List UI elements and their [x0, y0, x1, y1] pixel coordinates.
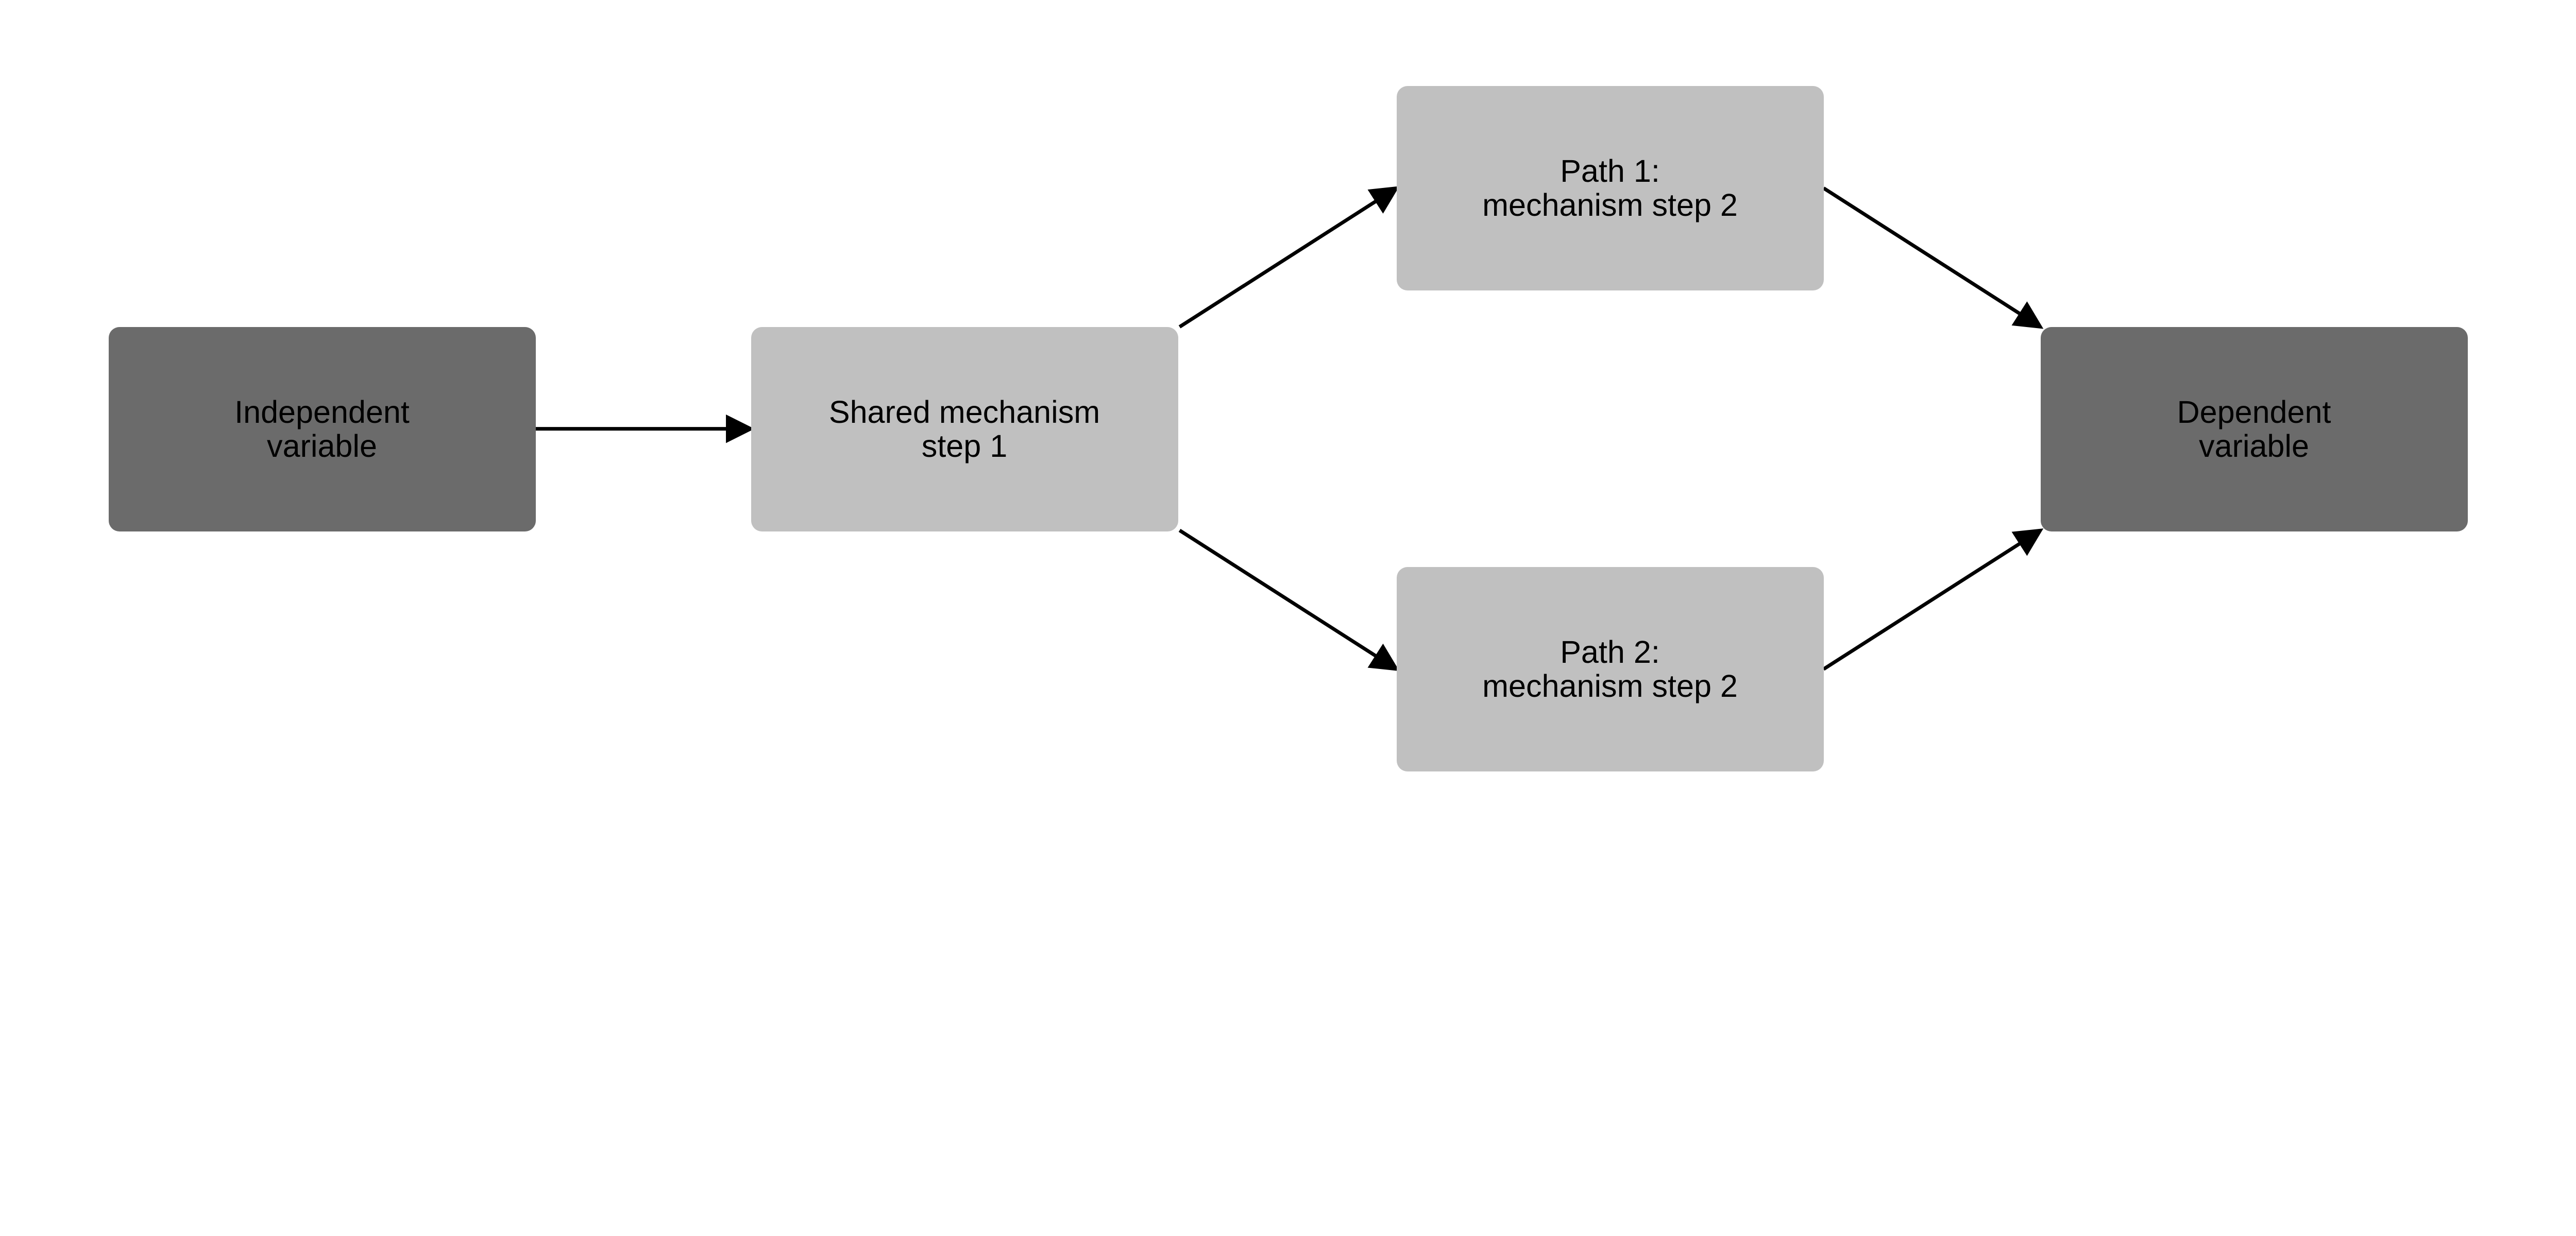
node-dependent-variable: Dependent variable	[2040, 327, 2468, 531]
label-line: Dependent	[2177, 394, 2331, 430]
node-label: Path 2: mechanism step 2	[1482, 635, 1738, 703]
diagram: Independent variable Shared mechanism st…	[108, 85, 2468, 771]
arrow-shared-to-path2	[1178, 528, 1400, 672]
node-independent-variable: Independent variable	[108, 327, 536, 531]
node-label: Dependent variable	[2177, 395, 2331, 464]
label-line: Path 1:	[1560, 153, 1660, 188]
label-line: mechanism step 2	[1482, 187, 1738, 223]
node-label: Path 1: mechanism step 2	[1482, 154, 1738, 222]
node-label: Independent variable	[234, 395, 410, 464]
label-line: variable	[2199, 428, 2309, 464]
label-line: mechanism step 2	[1482, 668, 1738, 704]
arrow-path1-to-dependent	[1822, 186, 2044, 329]
edges-layer	[535, 186, 2044, 672]
node-path1: Path 1: mechanism step 2	[1396, 85, 1824, 290]
label-line: Shared mechanism	[828, 394, 1100, 430]
arrow-shared-to-path1	[1178, 186, 1400, 329]
label-line: step 1	[921, 428, 1008, 464]
node-shared-mechanism: Shared mechanism step 1	[751, 327, 1178, 531]
label-line: variable	[267, 428, 377, 464]
arrow-path2-to-dependent	[1822, 528, 2044, 671]
label-line: Independent	[234, 394, 410, 430]
label-line: Path 2:	[1560, 634, 1660, 670]
node-path2: Path 2: mechanism step 2	[1396, 566, 1824, 771]
node-label: Shared mechanism step 1	[829, 395, 1100, 464]
